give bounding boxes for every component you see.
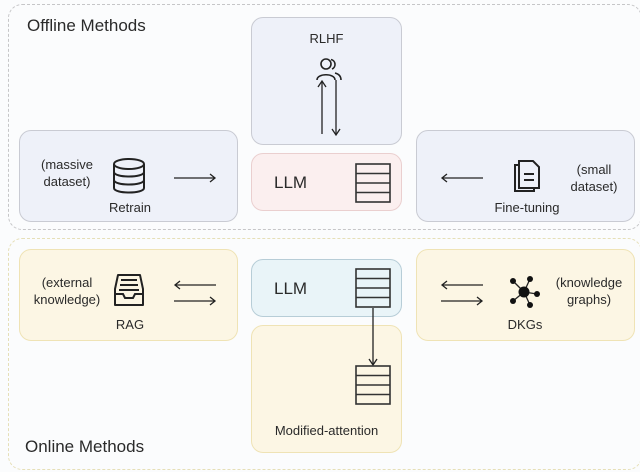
users-icon: [316, 58, 342, 81]
online-methods-group: Online Methods: [8, 238, 640, 470]
layers-icon: [355, 268, 391, 308]
arrow-left-icon: [440, 173, 483, 183]
inbox-tray-icon: [114, 274, 144, 306]
finetuning-label: Fine-tuning: [494, 200, 560, 215]
arrow-right-icon: [174, 173, 217, 183]
rlhf-arrows: [317, 79, 341, 137]
rlhf-box: RLHF: [251, 17, 402, 145]
online-llm-label: LLM: [274, 279, 308, 298]
offline-llm-label: LLM: [274, 173, 308, 192]
rag-note-line1: (external: [41, 275, 93, 290]
layers-icon: [355, 163, 391, 203]
bidirectional-arrows-icon: [173, 280, 217, 306]
retrain-note-line2: dataset): [43, 174, 91, 189]
rag-note-line2: knowledge): [33, 292, 101, 307]
dkgs-note-line2: graphs): [566, 292, 612, 307]
retrain-note: (massive dataset): [32, 156, 102, 190]
rlhf-title: RLHF: [309, 31, 344, 46]
offline-methods-title: Offline Methods: [27, 16, 146, 35]
finetuning-note-line1: (small: [576, 162, 612, 177]
retrain-label: Retrain: [109, 200, 151, 215]
rag-label: RAG: [115, 317, 145, 332]
retrain-note-line1: (massive: [40, 157, 93, 172]
dkgs-label: DKGs: [507, 317, 543, 332]
finetuning-box: Fine-tuning (small dataset): [416, 130, 635, 222]
online-methods-title: Online Methods: [25, 437, 145, 456]
database-icon: [113, 158, 145, 194]
dkgs-note: (knowledge graphs): [549, 274, 629, 308]
arrow-down-icon: [368, 308, 378, 367]
offline-methods-group: Offline Methods: [8, 4, 640, 230]
dkgs-box: DKGs (knowledge graphs): [416, 249, 635, 341]
modified-attention-box: Modified-attention: [251, 325, 402, 453]
graph-network-icon: [510, 276, 540, 308]
layers-icon: [355, 365, 391, 405]
dkgs-note-line1: (knowledge: [555, 275, 623, 290]
offline-llm-box: LLM: [251, 153, 402, 211]
finetuning-note: (small dataset): [559, 161, 629, 195]
rag-box: (external knowledge) RAG: [19, 249, 238, 341]
finetuning-note-line2: dataset): [570, 179, 618, 194]
retrain-box: (massive dataset) Retrain: [19, 130, 238, 222]
modified-attention-label: Modified-attention: [274, 423, 379, 438]
documents-icon: [514, 160, 540, 192]
rag-note: (external knowledge): [28, 274, 106, 308]
bidirectional-arrows-icon: [440, 280, 484, 306]
